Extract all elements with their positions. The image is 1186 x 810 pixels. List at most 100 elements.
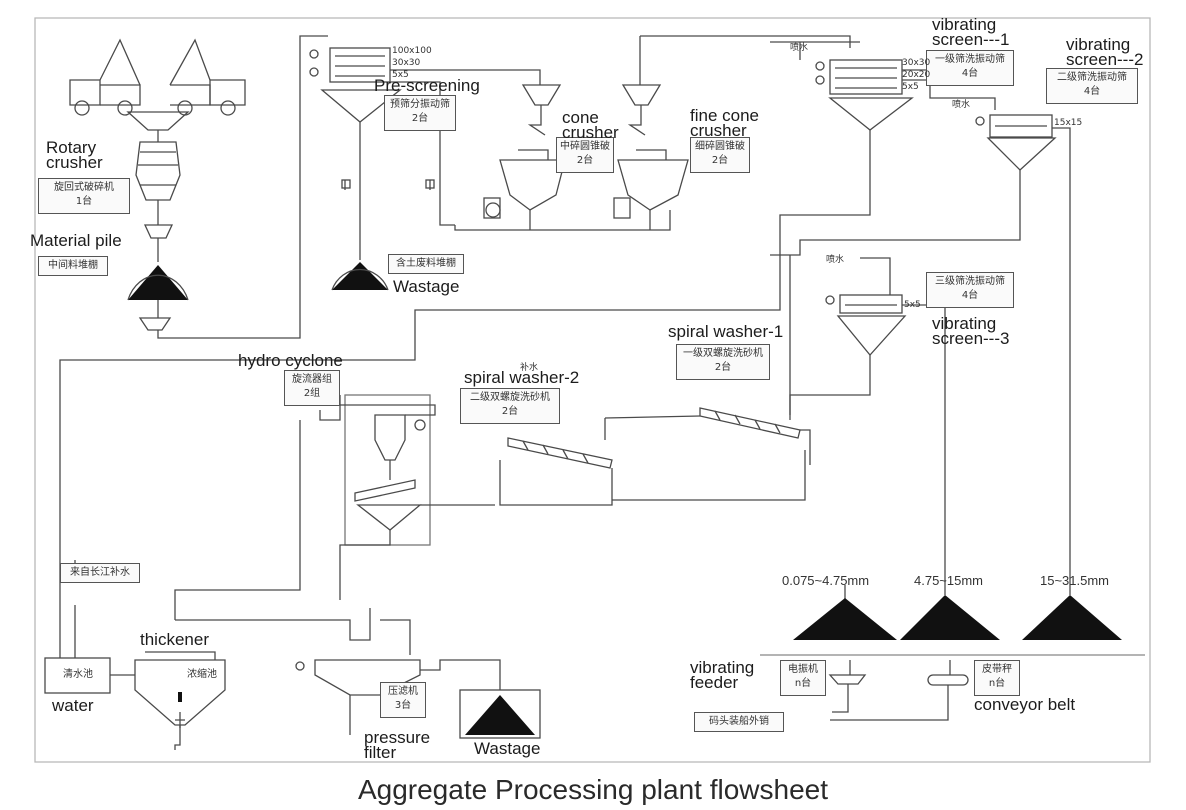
box-text: 2台 xyxy=(714,362,732,373)
screen-1-box: 一级筛洗振动筛 4台 xyxy=(926,50,1014,86)
wastage-bottom-label: Wastage xyxy=(474,739,541,758)
label-line: crusher xyxy=(46,153,103,172)
pre-screen-hopper xyxy=(320,89,402,123)
rotary-crusher-box: 旋回式破碎机 1台 xyxy=(38,178,130,214)
wastage-bottom-pile-mark xyxy=(465,695,535,735)
spray-label-1: 喷水 xyxy=(790,43,809,53)
wastage-bottom-frame xyxy=(459,689,541,739)
cone-crusher-icon xyxy=(499,159,566,211)
pile-feeder-hopper xyxy=(143,224,174,239)
pre-screening-box: 预筛分振动筛 2台 xyxy=(384,95,456,131)
box-text: 码头装船外销 xyxy=(709,716,769,727)
spray-label-3: 喷水 xyxy=(826,255,845,265)
box-text: 压滤机 xyxy=(388,686,418,697)
box-text: n台 xyxy=(794,678,812,689)
mesh-pre-2: 30x30 xyxy=(392,58,421,68)
spiral-washer-2-label: spiral washer-2 xyxy=(464,368,580,387)
fine-cone-crusher-box: 细碎圆锥破 2台 xyxy=(690,137,750,173)
mesh-pre-3: 5x5 xyxy=(392,70,409,80)
screen-1-deck xyxy=(829,59,903,95)
thickener-tank xyxy=(134,659,226,726)
label-line: crusher xyxy=(690,121,747,140)
box-text: 三级筛洗振动筛 xyxy=(935,276,1005,287)
spiral-washer-1-label: spiral washer-1 xyxy=(668,322,784,341)
box-text: 含土废料堆棚 xyxy=(396,258,456,269)
page-title: Aggregate Processing plant flowsheet xyxy=(357,774,829,805)
fine-cone-crusher-icon xyxy=(617,159,689,211)
product-pile-1-mark xyxy=(793,598,897,640)
spiral-washer-1 xyxy=(699,407,801,439)
dock-box: 码头装船外销 xyxy=(694,712,784,732)
vibrating-screen-1-label: vibrating screen---1 xyxy=(932,15,1010,49)
cyclone-sump xyxy=(356,504,422,531)
hydro-cyclone-icon xyxy=(374,414,406,461)
box-text: 4台 xyxy=(1083,86,1101,97)
label-line: screen---1 xyxy=(932,30,1010,49)
vibrating-screen-2-label: vibrating screen---2 xyxy=(1066,35,1144,69)
spiral-1-box: 一级双螺旋洗砂机 2台 xyxy=(676,344,770,380)
box-text: 旋流器组 xyxy=(292,374,332,385)
material-pile-label: Material pile xyxy=(30,231,122,250)
label-line: vibrating xyxy=(932,15,997,34)
box-text: 电振机 xyxy=(788,664,818,675)
conveyor-icon xyxy=(927,674,969,686)
label-line: screen---2 xyxy=(1066,50,1144,69)
river-water-box: 来自长江补水 xyxy=(60,563,140,583)
box-text: 清水池 xyxy=(63,669,93,680)
thickener-box: 浓缩池 xyxy=(180,666,224,686)
mesh-s2: 15x15 xyxy=(1054,118,1083,128)
pressure-filter-label: pressure filter xyxy=(364,729,430,762)
mesh-s3: 5x5 xyxy=(904,300,921,310)
hydro-cyclone-label: hydro cyclone xyxy=(238,351,343,370)
screen-2-deck xyxy=(989,114,1053,138)
box-text: 2台 xyxy=(501,406,519,417)
piles xyxy=(128,262,1122,735)
frame-line xyxy=(34,17,1151,763)
box-text: 3台 xyxy=(394,700,412,711)
wastage-top-dome xyxy=(331,268,389,291)
box-text: 来自长江补水 xyxy=(70,567,130,578)
mesh-pre-1: 100x100 xyxy=(392,46,432,56)
label-line: vibrating xyxy=(690,658,755,677)
mesh-s1-3: 5x5 xyxy=(902,82,919,92)
spray-label-2: 喷水 xyxy=(952,100,971,110)
product-pile-3-mark xyxy=(1022,595,1122,640)
box-text: 旋回式破碎机 xyxy=(54,182,114,193)
vib-feeder-icon xyxy=(828,674,867,685)
mesh-s1-1: 30x30 xyxy=(902,58,931,68)
label-line: cone xyxy=(562,108,599,127)
box-text: 预筛分振动筛 xyxy=(390,99,450,110)
product-size-3: 15~31.5mm xyxy=(1040,573,1110,588)
product-size-1: 0.075~4.75mm xyxy=(782,573,870,588)
screen-3-deck xyxy=(839,294,903,314)
screen-3-hopper xyxy=(836,315,907,356)
conveyor-box: 皮带秤 n台 xyxy=(974,660,1020,696)
spiral-washer-2 xyxy=(507,437,613,469)
label-line: vibrating xyxy=(932,314,997,333)
dump-truck-right-icon xyxy=(169,38,246,116)
box-text: 4台 xyxy=(961,290,979,301)
box-text: 浓缩池 xyxy=(187,669,217,680)
mesh-s1-2: 20x20 xyxy=(902,70,931,80)
box-text: 4台 xyxy=(961,68,979,79)
pre-screen-deck xyxy=(329,47,391,83)
wastage-top-box: 含土废料堆棚 xyxy=(388,254,464,274)
rotary-crusher-icon xyxy=(135,141,181,201)
vibrating-feeder-label: vibrating feeder xyxy=(690,658,755,691)
pressure-filter-box: 压滤机 3台 xyxy=(380,682,426,718)
box-text: 一级双螺旋洗砂机 xyxy=(683,348,763,359)
fine-cone-crusher-label: fine cone crusher xyxy=(690,107,759,140)
box-text: 2台 xyxy=(711,155,729,166)
box-text: 细碎圆锥破 xyxy=(695,141,745,152)
label-line: vibrating xyxy=(1066,35,1131,54)
label-line: screen---3 xyxy=(932,329,1010,348)
box-text: 2台 xyxy=(576,155,594,166)
cone-crusher-label: cone crusher xyxy=(562,108,619,141)
box-text: 中碎圆锥破 xyxy=(560,141,610,152)
box-text: n台 xyxy=(988,678,1006,689)
box-text: 2台 xyxy=(411,113,429,124)
box-text: 2组 xyxy=(303,388,321,399)
screen-2-hopper xyxy=(986,137,1057,171)
label-line: filter xyxy=(364,743,397,762)
label-line: Rotary xyxy=(46,138,97,157)
